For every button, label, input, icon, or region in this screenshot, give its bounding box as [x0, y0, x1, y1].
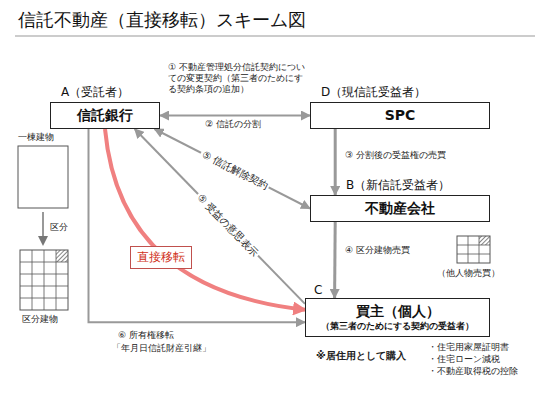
title-rule — [15, 36, 535, 37]
note-label: ・不動産取得税の控除 — [428, 366, 518, 377]
edge-label: ⑤ 信託解除契約 — [199, 148, 272, 192]
process-box: D（現信託受益者）SPC — [310, 102, 490, 129]
whole-building — [18, 146, 68, 208]
edge-label: ① 不動産管理処分信託契約についての変更契約（第三者のためにする契約条項の追加） — [168, 62, 308, 95]
edge-label: ⑥ 所有権移転 — [118, 330, 174, 341]
node-text: SPC — [319, 107, 481, 124]
note-label: （他人物売買） — [437, 268, 500, 279]
unit-building-small — [457, 236, 490, 263]
process-box: C買主（個人）（第三者のためにする契約の受益者） — [305, 298, 490, 337]
node-text: （第三者のためにする契約の受益者） — [314, 320, 481, 332]
edge-label: ⑤ 受益の意思表示 — [194, 190, 262, 259]
split-arrow — [42, 212, 44, 244]
note-label: ※居住用として購入 — [316, 350, 406, 362]
note-label: 区分 — [50, 222, 68, 233]
flow-arrow — [333, 222, 337, 298]
flow-arrow — [334, 129, 337, 195]
flow-arrow — [160, 115, 310, 117]
note-label: 「年月日信託財産引継」 — [112, 343, 211, 354]
note-label: 区分建物 — [22, 314, 58, 325]
process-box: B（新信託受益者）不動産会社 — [310, 195, 490, 222]
edge-label: ③ 分割後の受益権の売買 — [345, 150, 446, 161]
node-text: 直接移転 — [137, 250, 185, 265]
edge-label: ④ 区分建物売買 — [345, 245, 410, 256]
flow-arrow — [135, 129, 305, 304]
note-label: ・住宅用家屋証明書 — [428, 342, 509, 353]
node-heading: B（新信託受益者） — [346, 177, 450, 194]
diagram-title: 信託不動産（直接移転）スキーム図 — [18, 8, 306, 32]
flow-arrow — [155, 129, 311, 209]
node-heading: A（受託者） — [61, 84, 129, 101]
direct-transfer-box: 直接移転 — [130, 246, 192, 269]
node-text: 買主（個人） — [314, 303, 481, 320]
node-text: 信託銀行 — [59, 107, 151, 124]
node-text: 不動産会社 — [319, 200, 481, 217]
note-label: ② 信託の分割 — [205, 119, 261, 130]
node-heading: D（現信託受益者） — [321, 84, 426, 101]
note-label: 一棟建物 — [18, 132, 54, 143]
unit-building — [20, 250, 68, 310]
flow-arrow — [89, 129, 306, 322]
process-box: A（受託者）信託銀行 — [50, 102, 160, 129]
note-label: ・住宅ローン減税 — [428, 354, 500, 365]
transfer-arrow — [105, 129, 305, 310]
node-heading: C — [314, 283, 322, 297]
